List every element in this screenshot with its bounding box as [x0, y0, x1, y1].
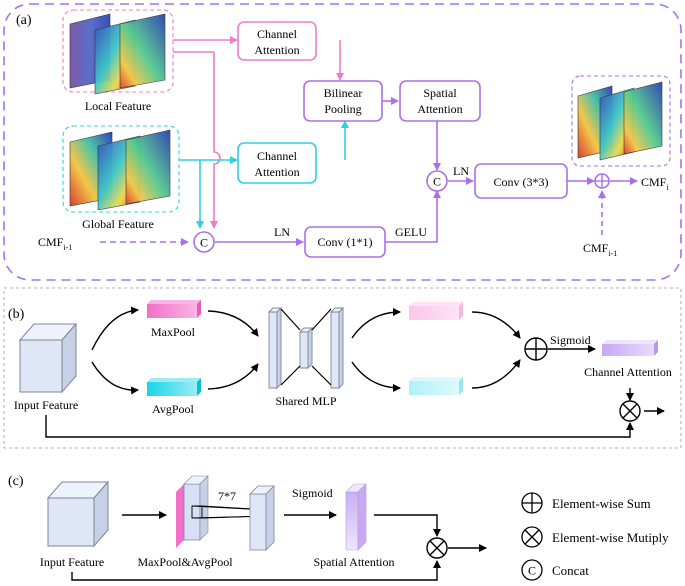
legend-sum-icon [521, 492, 543, 514]
input-feature-label-c: Input Feature [40, 555, 104, 569]
spatial-attention-line1: Spatial [423, 86, 457, 100]
channel-attention-top-line1: Channel [257, 27, 298, 41]
panel-c: (c) Input Feature MaxPool&AvgPool 7*7 [8, 474, 487, 581]
legend-concat-label: Concat [552, 563, 589, 578]
legend-multiply-label: Element-wise Mutiply [552, 530, 669, 545]
channel-attention-bottom-line2: Attention [254, 165, 299, 179]
concat-circle-bottom [193, 231, 215, 253]
maxpool-label: MaxPool [151, 325, 196, 339]
mlp-output-pink [409, 302, 463, 320]
legend-concat-symbol: C [528, 564, 536, 578]
spatial-attention-label-c: Spatial Attention [314, 555, 395, 569]
local-branch-lines [173, 36, 344, 229]
channel-attention-top-box [237, 21, 317, 61]
avgpool-label: AvgPool [152, 402, 194, 416]
purple-connectors [100, 97, 638, 246]
multiply-circle-b [619, 400, 641, 422]
channel-attention-bottom-line1: Channel [257, 149, 298, 163]
cmf-prev-add-label: CMFi-1 [583, 241, 617, 258]
spatial-attention-line2: Attention [417, 102, 462, 116]
sum-circle [594, 173, 610, 189]
bilinear-pooling-line2: Pooling [324, 102, 361, 116]
panel-c-arrows [71, 511, 487, 581]
local-feature-label: Local Feature [85, 99, 151, 113]
global-feature-maps [69, 129, 171, 211]
panel-b-arrows [45, 306, 665, 438]
panel-b-frame [3, 287, 682, 449]
panel-a: (a) Local Feature Global Feature [3, 3, 682, 281]
gelu-label: GELU [395, 225, 427, 239]
input-feature-cube-b [18, 322, 78, 394]
legend-multiply-icon [521, 526, 543, 548]
conv-3x3-label: Conv (3*3) [494, 175, 549, 189]
panel-c-label: (c) [8, 474, 24, 489]
mlp-output-cyan [409, 377, 463, 395]
local-feature-frame [62, 9, 174, 93]
shared-mlp [267, 306, 345, 390]
channel-attention-bar [602, 340, 658, 356]
global-feature-frame [62, 125, 180, 213]
cmf-out-label: CMFi [641, 175, 669, 192]
concat-symbol-bottom: C [200, 236, 208, 250]
legend: Element-wise Sum Element-wise Mutiply C … [521, 492, 669, 581]
local-feature-maps [69, 13, 166, 95]
channel-attention-top-line2: Attention [254, 43, 299, 57]
channel-attention-label-b: Channel Attention [584, 365, 672, 379]
conv-output-slab [249, 485, 275, 551]
pool-slab [176, 475, 209, 548]
concat-circle-top [426, 170, 448, 192]
panel-b: (b) Input Feature MaxPool AvgPool [3, 287, 682, 449]
spatial-attention-box [399, 80, 481, 122]
input-feature-cube-c [46, 480, 110, 548]
conv-1x1-label: Conv (1*1) [318, 235, 373, 249]
avgpool-bar [147, 378, 201, 396]
kernel-label: 7*7 [218, 489, 236, 503]
shared-mlp-label: Shared MLP [276, 394, 337, 408]
maxpool-bar [147, 300, 201, 318]
global-branch-lines [179, 120, 349, 229]
sum-circle-b [524, 337, 548, 361]
output-feature-maps [577, 81, 663, 161]
ln-label-1: LN [274, 225, 290, 239]
ln-label-2: LN [453, 164, 469, 178]
input-feature-label-b: Input Feature [14, 398, 78, 412]
legend-concat-icon [521, 559, 543, 581]
sigmoid-label-b: Sigmoid [550, 333, 591, 347]
cmf-prev-input-label: CMFi-1 [38, 235, 72, 252]
pool-label: MaxPool&AvgPool [137, 555, 233, 569]
spatial-attention-slab [345, 483, 367, 551]
sigmoid-label-c: Sigmoid [292, 486, 333, 500]
concat-symbol-top: C [433, 175, 441, 189]
legend-sum-label: Element-wise Sum [552, 496, 651, 511]
panel-b-label: (b) [8, 307, 25, 322]
panel-a-label: (a) [16, 13, 32, 28]
shared-mlp-links [280, 308, 332, 386]
global-feature-label: Global Feature [82, 217, 154, 231]
channel-attention-bottom-box [237, 142, 317, 184]
multiply-circle-c [426, 537, 448, 559]
bilinear-pooling-line1: Bilinear [324, 86, 363, 100]
